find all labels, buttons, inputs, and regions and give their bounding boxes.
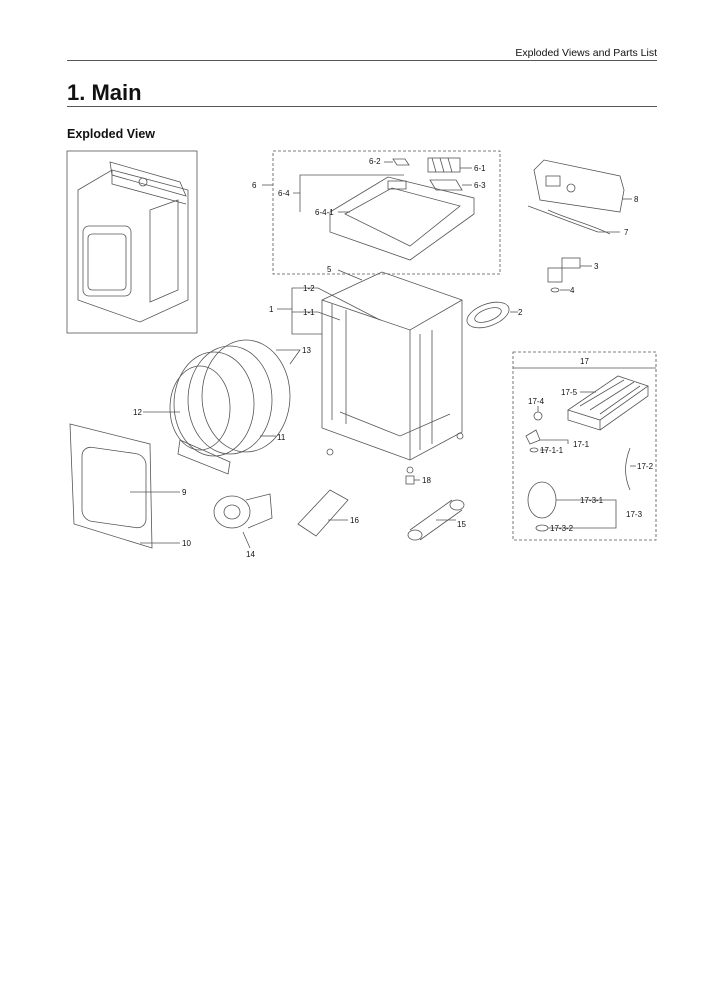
- callout-11: 11: [277, 433, 286, 442]
- front-panel-illustration: [69, 423, 153, 549]
- callout-6-1: 6-1: [474, 164, 486, 173]
- callout-9: 9: [182, 488, 187, 497]
- cabinet-illustration: [321, 271, 464, 474]
- callout-14: 14: [246, 550, 255, 559]
- callout-17-1: 17-1: [573, 440, 590, 449]
- running-header: Exploded Views and Parts List: [515, 47, 657, 59]
- top-cover-illustration: [329, 176, 475, 261]
- callout-4: 4: [570, 286, 575, 295]
- callout-1-2: 1-2: [303, 284, 315, 293]
- callout-6-3: 6-3: [474, 181, 486, 190]
- callout-17: 17: [580, 357, 589, 366]
- leveling-foot-illustration: [405, 475, 415, 485]
- callout-17-2: 17-2: [637, 462, 654, 471]
- callout-16: 16: [350, 516, 359, 525]
- header-rule: [67, 60, 657, 61]
- callout-15: 15: [457, 520, 466, 529]
- callout-17-3: 17-3: [626, 510, 643, 519]
- control-panel-illustration: [533, 159, 625, 213]
- section-subtitle: Exploded View: [67, 127, 155, 141]
- assembled-dryer-illustration: [66, 150, 198, 334]
- callout-17-5: 17-5: [561, 388, 578, 397]
- callout-10: 10: [182, 539, 191, 548]
- callout-6-4: 6-4: [278, 189, 290, 198]
- cover-plate-illustration: [429, 179, 463, 191]
- callout-3: 3: [594, 262, 599, 271]
- page-title: 1. Main: [67, 80, 142, 105]
- callout-2: 2: [518, 308, 523, 317]
- callout-17-3-2: 17-3-2: [550, 524, 574, 533]
- callout-13: 13: [302, 346, 311, 355]
- part-3-illustration: [561, 257, 581, 269]
- duct-illustration: [466, 301, 510, 329]
- group-6-box: [272, 150, 501, 275]
- callout-6-4-1: 6-4-1: [315, 208, 334, 217]
- title-rule: [67, 106, 657, 107]
- callout-17-1-1: 17-1-1: [540, 446, 564, 455]
- callout-1: 1: [269, 305, 274, 314]
- callout-1-1: 1-1: [303, 308, 315, 317]
- callout-6: 6: [252, 181, 257, 190]
- group-17-box: [512, 351, 657, 541]
- exhaust-duct-illustration: [407, 499, 465, 541]
- callout-17-4: 17-4: [528, 397, 545, 406]
- callout-17-3-1: 17-3-1: [580, 496, 604, 505]
- wire-harness-illustration: [527, 205, 611, 235]
- heater-illustration: [297, 489, 349, 537]
- callout-5: 5: [327, 265, 332, 274]
- callout-7: 7: [624, 228, 629, 237]
- blower-illustration: [213, 493, 273, 529]
- callout-8: 8: [634, 195, 639, 204]
- drum-illustration: [169, 339, 291, 475]
- steam-generator-illustration: [567, 375, 649, 431]
- callout-12: 12: [133, 408, 142, 417]
- callout-18: 18: [422, 476, 431, 485]
- callout-6-2: 6-2: [369, 157, 381, 166]
